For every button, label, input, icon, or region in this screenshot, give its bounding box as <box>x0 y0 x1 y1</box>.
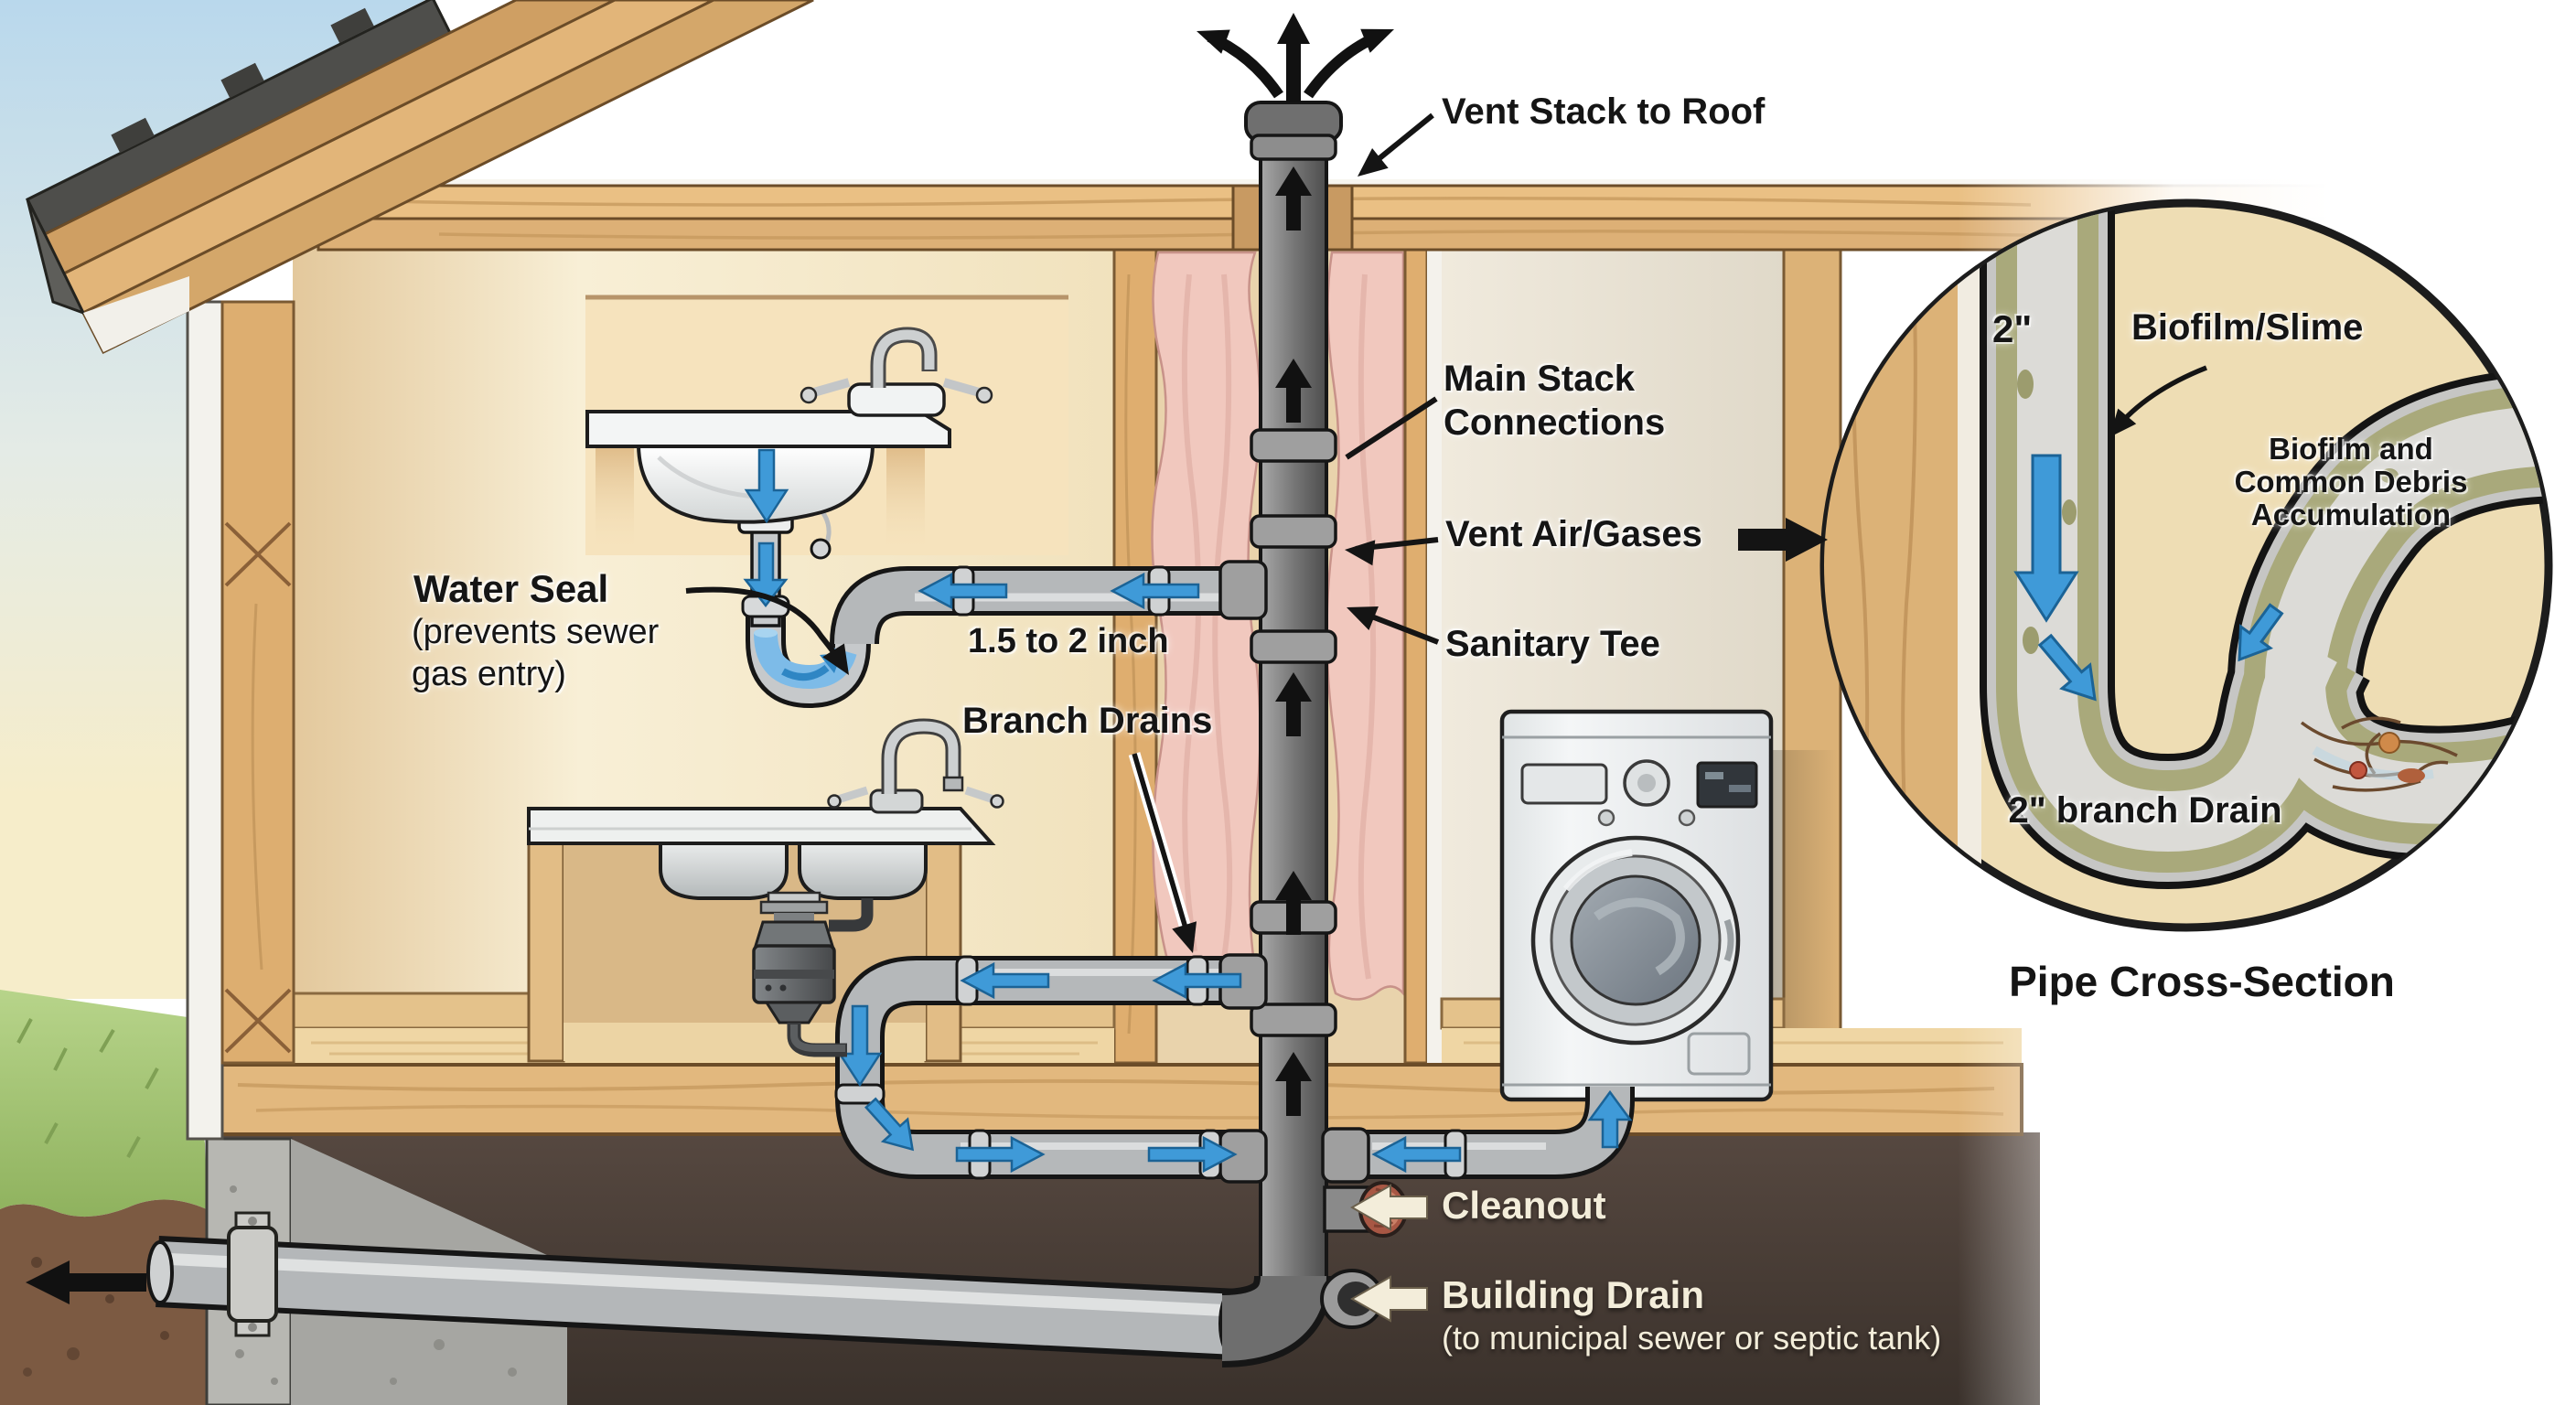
soffit <box>83 276 189 352</box>
roof <box>25 0 814 355</box>
debris-accumulation <box>2300 716 2458 792</box>
sky <box>0 0 425 999</box>
sink-basin-right <box>798 842 928 900</box>
wall-stud-right <box>1403 243 1429 1065</box>
leader-arrowheads <box>822 147 1828 953</box>
inset-pipes <box>1980 203 2549 890</box>
cabinet-left <box>527 840 565 1063</box>
vent-air-arrow <box>1738 518 1828 562</box>
detergent-drawer <box>1520 763 1608 805</box>
bathroom-sink <box>585 327 993 560</box>
main-stack-label-line2: Connections <box>1444 402 1666 443</box>
inset-flow-arrows <box>2013 454 2284 702</box>
sanitary-tee-label: Sanitary Tee <box>1445 624 1660 664</box>
basement-label-arrows <box>1349 1184 1428 1323</box>
kitchen <box>527 718 1268 1184</box>
accumulation-label-line3: Accumulation <box>2250 498 2452 531</box>
inset-diameter-label: 2" <box>1992 307 2033 350</box>
main-stack-leader <box>1345 396 1438 460</box>
inset-caption: Pipe Cross-Section <box>2009 958 2395 1005</box>
water-seal-label: Water Seal <box>413 567 609 610</box>
building-drain-arrow <box>1349 1275 1428 1323</box>
sink-basin-left <box>659 842 789 900</box>
vent-stack-label: Vent Stack to Roof <box>1442 91 1766 132</box>
washer-branch <box>1321 1087 1635 1184</box>
flow-out-arrow <box>26 1260 146 1304</box>
bathroom-branch <box>585 327 1268 709</box>
water-seal-note1: (prevents sewer <box>412 613 660 651</box>
stack-couplings <box>1250 428 1337 1037</box>
branch-flow-arrows <box>918 572 1200 610</box>
building-drain-note: (to municipal sewer or septic tank) <box>1442 1319 1942 1357</box>
stopper-chain <box>810 538 832 560</box>
water-seal-note2: gas entry) <box>412 655 566 693</box>
countertop <box>527 807 996 845</box>
cleanout-arrow <box>1349 1184 1428 1231</box>
vent-exhaust-arrows <box>1197 13 1394 102</box>
wall-finish-strip <box>1427 245 1442 1063</box>
bathroom-faucet <box>800 327 993 404</box>
cabinet-right <box>924 840 962 1063</box>
branch-size-label: 1.5 to 2 inch <box>968 622 1169 660</box>
cleanout-label: Cleanout <box>1442 1184 1606 1227</box>
main-stack-label-line1: Main Stack <box>1444 359 1635 399</box>
main-stack <box>1220 101 1408 1367</box>
grass <box>0 990 207 1217</box>
vent-air-label: Vent Air/Gases <box>1445 514 1702 554</box>
branch-drains-leader <box>1132 753 1192 941</box>
stack-flow-arrows <box>1275 166 1312 1116</box>
washing-machine <box>1499 709 1774 1102</box>
kitchen-faucet <box>827 718 1004 814</box>
garbage-disposal <box>752 891 874 1057</box>
building-drain-label: Building Drain <box>1442 1273 1704 1316</box>
kitchen-flow-arrows <box>837 961 1242 1174</box>
inset-branch-drain-label: 2" branch Drain <box>2008 790 2282 831</box>
accumulation-label-line1: Biofilm and <box>2269 432 2433 466</box>
biofilm-slime-label: Biofilm/Slime <box>2131 307 2364 348</box>
building-drain <box>26 1211 1248 1360</box>
accumulation-label-line2: Common Debris <box>2234 465 2468 499</box>
exterior-wall <box>186 300 295 1141</box>
branch-drains-label: Branch Drains <box>962 701 1213 741</box>
